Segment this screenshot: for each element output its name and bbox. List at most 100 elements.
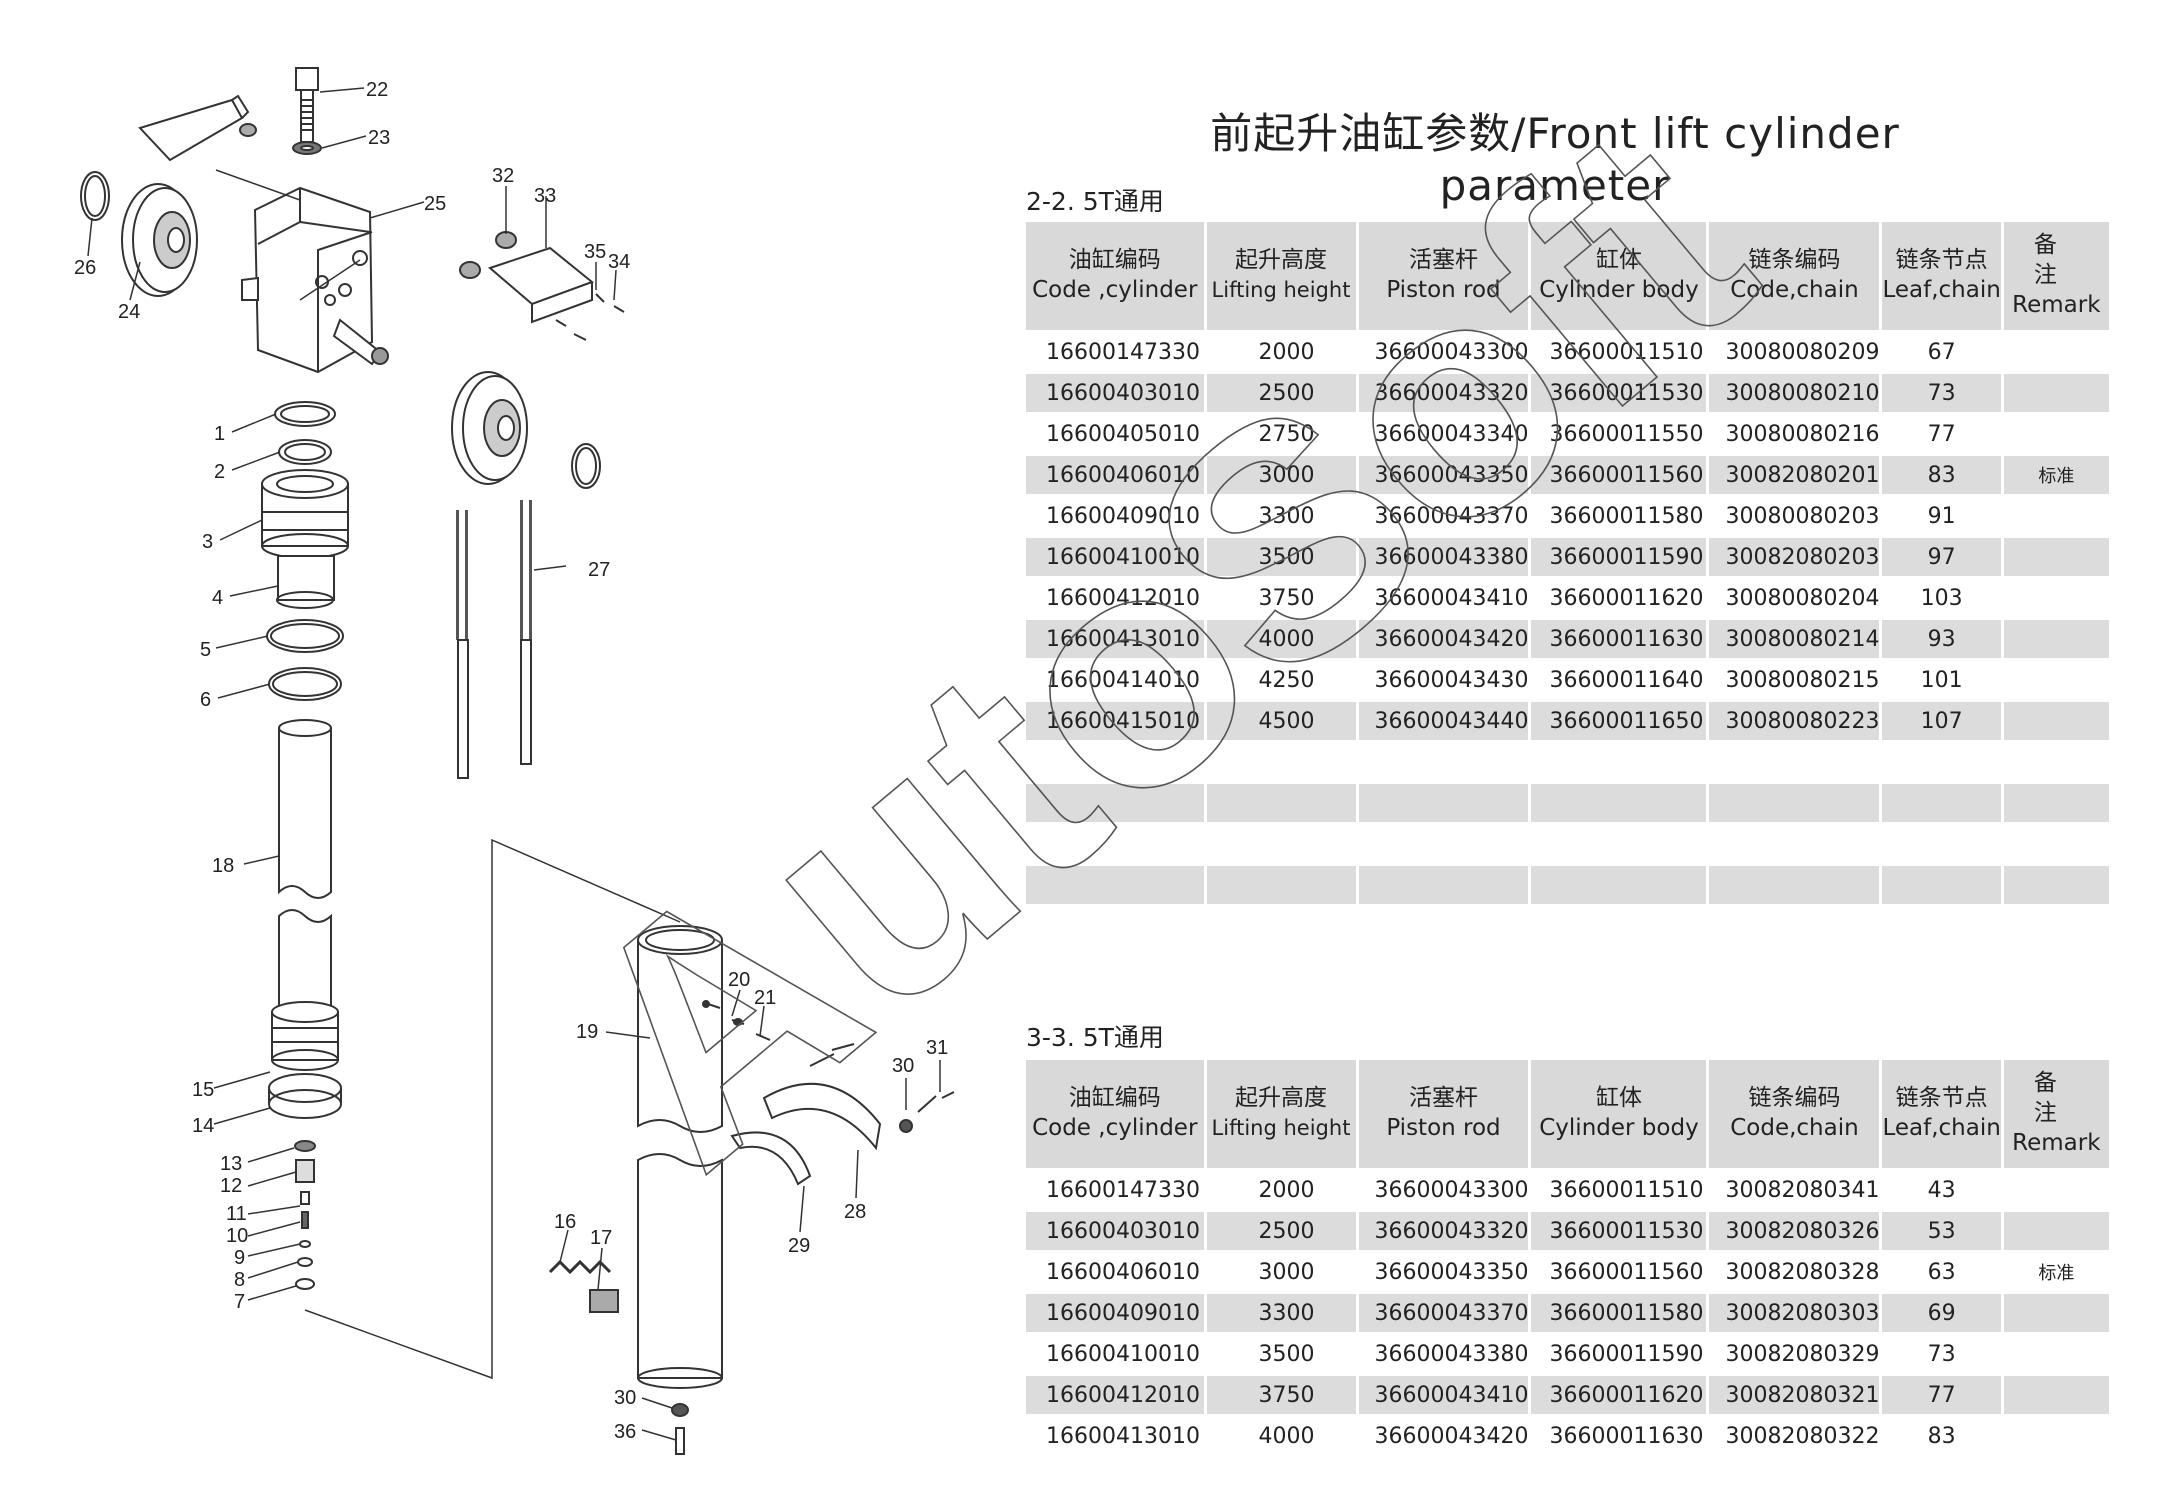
table-cell: 30082080321: [1707, 1373, 1883, 1416]
table-cell: 77: [1880, 1373, 2004, 1416]
column-header-en: Leaf,chain: [1882, 277, 2001, 303]
table-cell: 36600011620: [1529, 1373, 1710, 1416]
table-cell: 36600011590: [1529, 1332, 1710, 1375]
table-cell: [1529, 740, 1710, 783]
table-cell: 3500: [1205, 1332, 1359, 1375]
table-cell: 67: [1880, 330, 2004, 373]
column-header-zh: 活塞杆: [1408, 247, 1478, 273]
table-cell: [1205, 740, 1359, 783]
table-cell: 16600415010: [1026, 699, 1207, 742]
column-header-zh: 活塞杆: [1408, 1085, 1478, 1111]
table-cell: 16600403010: [1026, 371, 1207, 414]
diagram-label: 21: [754, 987, 776, 1009]
table-cell: 83: [1880, 1414, 2004, 1455]
table-cell: 36600043320: [1357, 1209, 1532, 1252]
table-cell: 30080080215: [1707, 658, 1883, 701]
column-header-en: Lifting height: [1211, 278, 1351, 302]
table-cell: 91: [1880, 494, 2004, 537]
table-cell: 2500: [1205, 371, 1359, 414]
table-cell: [1880, 822, 2004, 865]
table-cell: 16600405010: [1026, 412, 1207, 455]
table-cell: 36600043430: [1357, 658, 1532, 701]
table-cell: 36600043410: [1357, 1373, 1532, 1416]
diagram-label: 31: [926, 1037, 948, 1059]
table-cell: 16600414010: [1026, 658, 1207, 701]
diagram-label: 33: [534, 185, 556, 207]
diagram-label: 17: [590, 1227, 612, 1249]
table-row: [1026, 863, 2112, 904]
table-cell: [1529, 822, 1710, 865]
table-cell: [2002, 740, 2112, 783]
table1-heading: 2-2. 5T通用: [1026, 187, 1164, 216]
column-header-en: Remark: [2012, 292, 2101, 318]
table-cell: 30082080328: [1707, 1250, 1883, 1293]
table-cell: 36600011590: [1529, 535, 1710, 578]
diagram-label: 1: [214, 423, 225, 445]
table-cell: 30080080203: [1707, 494, 1883, 537]
table-cell: [1026, 781, 1207, 824]
table-cell: [2002, 863, 2112, 904]
table-cell: 36600011580: [1529, 1291, 1710, 1334]
table-cell: 2750: [1205, 412, 1359, 455]
table-cell: 30080080216: [1707, 412, 1883, 455]
table-cell: 4500: [1205, 699, 1359, 742]
diagram-label: 23: [368, 127, 390, 149]
table-cell: 73: [1880, 371, 2004, 414]
table-cell: [2002, 781, 2112, 824]
table-cell: [1205, 822, 1359, 865]
table-cell: [2002, 1168, 2112, 1211]
table-cell: 4000: [1205, 1414, 1359, 1455]
table-row: [1026, 781, 2112, 824]
column-header-zh: 缸体: [1595, 1085, 1642, 1111]
column-header-zh: 油缸编码: [1068, 247, 1161, 273]
table-cell: [2002, 1332, 2112, 1375]
table-cell: [2002, 1414, 2112, 1455]
column-header-en: Code ,cylinder: [1032, 277, 1198, 303]
column-header-zh: 链条节点: [1895, 1085, 1988, 1111]
table-cell: 30082080203: [1707, 535, 1883, 578]
table-cell: [1205, 781, 1359, 824]
diagram-label: 8: [234, 1269, 245, 1291]
column-header-en: Code,chain: [1730, 1115, 1859, 1141]
diagram-label: 24: [118, 301, 140, 323]
diagram-label: 35: [584, 241, 606, 263]
table-cell: [1707, 822, 1883, 865]
table-cell: 107: [1880, 699, 2004, 742]
table-row: [1026, 822, 2112, 865]
diagram-label: 6: [200, 689, 211, 711]
diagram-label: 5: [200, 639, 211, 661]
table-cell: 30080080204: [1707, 576, 1883, 619]
table-cell: 101: [1880, 658, 2004, 701]
table-cell: 36600011580: [1529, 494, 1710, 537]
table-cell: [1357, 781, 1532, 824]
table-cell: 36600043300: [1357, 1168, 1532, 1211]
diagram-label: 28: [844, 1201, 866, 1223]
table-cell: [1026, 822, 1207, 865]
diagram-label: 29: [788, 1235, 810, 1257]
table-cell: 30082080322: [1707, 1414, 1883, 1455]
table-cell: 97: [1880, 535, 2004, 578]
table-cell: 16600403010: [1026, 1209, 1207, 1252]
diagram-label: 25: [424, 193, 446, 215]
table-cell: 103: [1880, 576, 2004, 619]
table-cell: 16600412010: [1026, 576, 1207, 619]
diagram-label: 3: [202, 531, 213, 553]
table-cell: [2002, 1209, 2112, 1252]
table-cell: 36600043380: [1357, 535, 1532, 578]
diagram-label: 2: [214, 461, 225, 483]
table-cell: 3000: [1205, 453, 1359, 496]
table-cell: 16600147330: [1026, 330, 1207, 373]
table-cell: [2002, 699, 2112, 742]
table-cell: 16600406010: [1026, 453, 1207, 496]
